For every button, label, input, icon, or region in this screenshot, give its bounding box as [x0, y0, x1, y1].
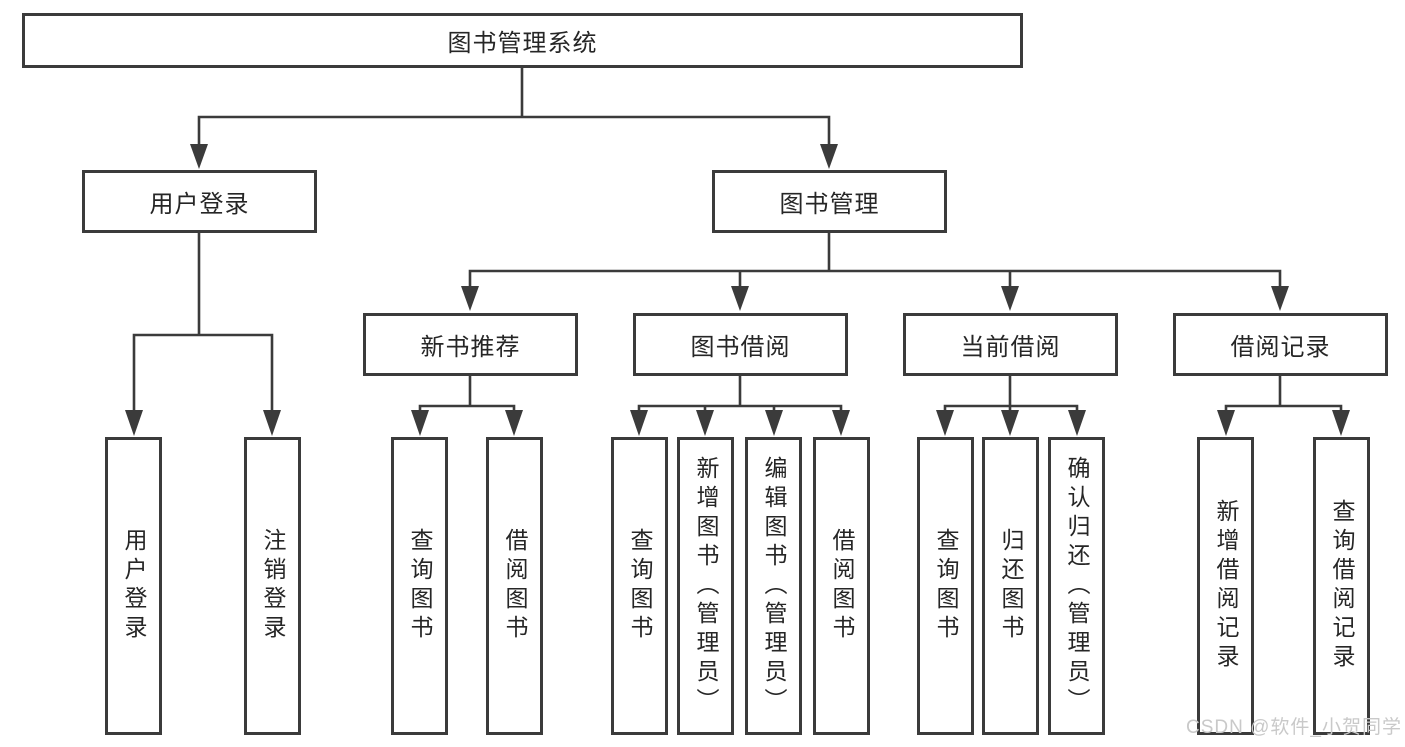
- leaf-user-login: 用户登录: [105, 437, 162, 735]
- node-book-borrowing-label: 图书借阅: [690, 334, 791, 361]
- leaf-confirm-return-admin: 确认归还（管理员）: [1048, 437, 1105, 735]
- leaf-add-books-admin-label: 新增图书（管理员）: [693, 455, 719, 717]
- leaf-edit-books-admin-label: 编辑图书（管理员）: [761, 455, 787, 717]
- node-root: 图书管理系统: [22, 13, 1023, 68]
- node-borrowing-records: 借阅记录: [1173, 313, 1388, 376]
- leaf-logout-login-label: 注销登录: [260, 528, 286, 644]
- leaf-borrow-books-borrowing: 借阅图书: [813, 437, 870, 735]
- node-borrowing-records-label: 借阅记录: [1230, 334, 1331, 361]
- leaf-user-login-label: 用户登录: [121, 528, 147, 644]
- leaf-borrow-books-recommend: 借阅图书: [486, 437, 543, 735]
- node-user-login-label: 用户登录: [149, 191, 250, 218]
- leaf-borrow-books-borrowing-label: 借阅图书: [829, 528, 855, 644]
- leaf-query-books-recommend-label: 查询图书: [407, 528, 433, 644]
- node-current-borrowing: 当前借阅: [903, 313, 1118, 376]
- leaf-query-borrow-record: 查询借阅记录: [1313, 437, 1370, 735]
- node-book-management: 图书管理: [712, 170, 947, 233]
- node-book-borrowing: 图书借阅: [633, 313, 848, 376]
- leaf-add-borrow-record-label: 新增借阅记录: [1213, 499, 1239, 673]
- node-new-book-recommend: 新书推荐: [363, 313, 578, 376]
- leaf-borrow-books-recommend-label: 借阅图书: [502, 528, 528, 644]
- leaf-edit-books-admin: 编辑图书（管理员）: [745, 437, 802, 735]
- leaf-query-books-current-label: 查询图书: [933, 528, 959, 644]
- node-user-login: 用户登录: [82, 170, 317, 233]
- leaf-add-borrow-record: 新增借阅记录: [1197, 437, 1254, 735]
- leaf-query-books-recommend: 查询图书: [391, 437, 448, 735]
- leaf-query-books-current: 查询图书: [917, 437, 974, 735]
- leaf-confirm-return-admin-label: 确认归还（管理员）: [1064, 455, 1090, 717]
- leaf-return-books: 归还图书: [982, 437, 1039, 735]
- leaf-return-books-label: 归还图书: [998, 528, 1024, 644]
- node-root-label: 图书管理系统: [447, 30, 598, 57]
- leaf-query-books-borrowing: 查询图书: [611, 437, 668, 735]
- leaf-query-borrow-record-label: 查询借阅记录: [1329, 499, 1355, 673]
- leaf-add-books-admin: 新增图书（管理员）: [677, 437, 734, 735]
- node-book-management-label: 图书管理: [779, 191, 880, 218]
- leaf-query-books-borrowing-label: 查询图书: [627, 528, 653, 644]
- node-new-book-recommend-label: 新书推荐: [420, 334, 521, 361]
- node-current-borrowing-label: 当前借阅: [960, 334, 1061, 361]
- csdn-watermark: CSDN @软件_小贺同学: [1186, 717, 1402, 738]
- leaf-logout-login: 注销登录: [244, 437, 301, 735]
